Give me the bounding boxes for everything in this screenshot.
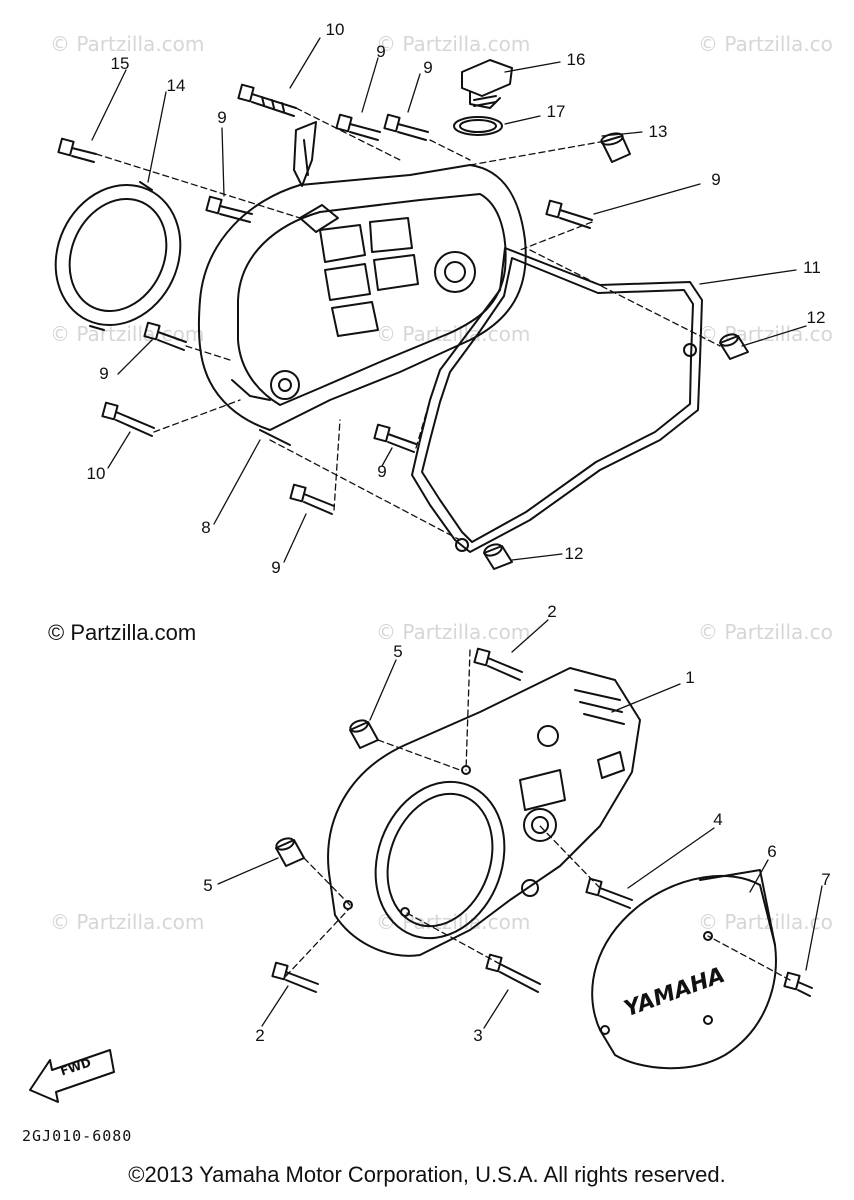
bolt xyxy=(585,877,633,909)
callout-label: 2 xyxy=(255,1026,265,1045)
part-12-dowel-pin xyxy=(719,333,749,360)
callout-label: 17 xyxy=(546,102,566,121)
bolt xyxy=(205,195,253,223)
bolt xyxy=(143,321,187,351)
bolt xyxy=(101,401,155,437)
copyright-notice: ©2013 Yamaha Motor Corporation, U.S.A. A… xyxy=(128,1162,726,1187)
bolt xyxy=(783,971,813,997)
part-12-dowel-pin xyxy=(483,543,513,570)
watermark: © Partzilla.com xyxy=(50,32,205,56)
callout-label: 9 xyxy=(271,558,281,577)
watermark: © Partzilla.com xyxy=(376,322,531,346)
callout-label: 1 xyxy=(685,668,695,687)
part-5-dowel-pin xyxy=(275,837,305,867)
watermark: © Partzilla.com xyxy=(376,32,531,56)
watermark: © Partzilla.com xyxy=(376,620,531,644)
bolt xyxy=(57,137,97,163)
callout-label: 6 xyxy=(767,842,777,861)
part-1-crankcase-cover xyxy=(327,667,641,957)
callout-label: 2 xyxy=(547,602,557,621)
callout-label: 8 xyxy=(201,518,211,537)
callout-label: 9 xyxy=(217,108,227,127)
part-11-gasket xyxy=(411,247,703,553)
watermark: © Partzilla.co xyxy=(698,32,833,56)
bolt xyxy=(545,199,593,229)
part-13-plug xyxy=(600,132,631,163)
part-16-filler-cap xyxy=(461,59,513,109)
part-17-o-ring xyxy=(453,116,503,136)
callout-label: 9 xyxy=(423,58,433,77)
callout-label: 11 xyxy=(803,258,821,277)
callout-label: 12 xyxy=(564,544,584,563)
fwd-direction-arrow xyxy=(29,1049,115,1103)
watermark: © Partzilla.com xyxy=(50,910,205,934)
part-8-crankcase-cover xyxy=(197,164,527,446)
bolt xyxy=(473,647,523,681)
part-bracket xyxy=(293,121,317,187)
callout-label: 5 xyxy=(393,642,403,661)
part-14-cover-ring xyxy=(54,181,182,331)
leader-lines-top xyxy=(91,37,807,563)
callout-label: 14 xyxy=(166,76,186,95)
callout-label: 9 xyxy=(99,364,109,383)
drawing-code: 2GJ010-6080 xyxy=(22,1127,133,1145)
bolt xyxy=(373,423,417,453)
watermark: © Partzilla.com xyxy=(50,322,205,346)
callout-label: 13 xyxy=(648,122,668,141)
callout-label: 7 xyxy=(821,870,831,889)
bolt xyxy=(383,113,429,141)
callout-label: 9 xyxy=(377,462,387,481)
part-17-o-ring-inner xyxy=(459,119,497,133)
leader-lines-bottom xyxy=(217,619,823,1029)
bolt xyxy=(335,113,381,141)
callout-label: 9 xyxy=(711,170,721,189)
bolt xyxy=(289,483,335,515)
callout-label: 12 xyxy=(806,308,826,327)
site-credit: © Partzilla.com xyxy=(48,620,197,645)
callout-label: 5 xyxy=(203,876,213,895)
bolt xyxy=(271,961,319,993)
watermark: © Partzilla.co xyxy=(698,620,833,644)
callout-label: 10 xyxy=(325,20,345,39)
callout-label: 4 xyxy=(713,810,723,829)
part-6-generator-cover xyxy=(591,869,777,1070)
part-5-dowel-pin xyxy=(349,719,379,749)
bolt xyxy=(237,83,297,117)
callout-label: 15 xyxy=(110,54,130,73)
callout-label: 3 xyxy=(473,1026,483,1045)
watermark: © Partzilla.co xyxy=(698,910,833,934)
callout-label: 9 xyxy=(376,42,386,61)
bolt xyxy=(485,953,541,993)
callout-label: 10 xyxy=(86,464,106,483)
callout-label: 16 xyxy=(566,50,586,69)
